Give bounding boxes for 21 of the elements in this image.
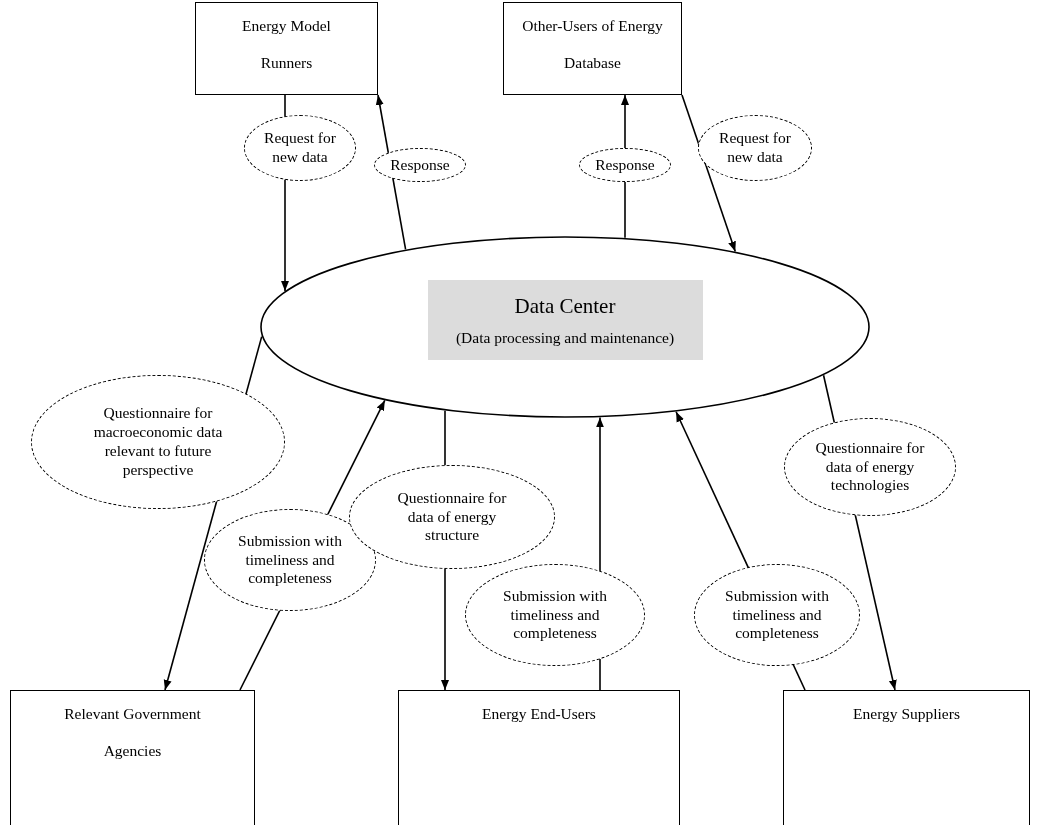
node-label: Energy Suppliers <box>853 704 960 724</box>
edge-label: Submission with timeliness and completeness <box>465 564 645 666</box>
entity-box <box>10 690 255 825</box>
node-subtitle: (Data processing and maintenance) <box>455 328 675 347</box>
edge-label: Response <box>579 148 671 182</box>
edge-label: Request for new data <box>244 115 356 181</box>
edge-label: Submission with timeliness and completeness <box>694 564 860 666</box>
entity-box <box>195 2 378 95</box>
node-label: Energy Model Runners <box>241 16 332 73</box>
node-label: Other-Users of Energy Database <box>521 16 664 73</box>
edge-label: Response <box>374 148 466 182</box>
node-label: Relevant Government Agencies <box>63 704 202 761</box>
entity-box <box>783 690 1030 825</box>
edge-label: Request for new data <box>698 115 812 181</box>
edge-label: Questionnaire for data of energy technologies <box>784 418 956 516</box>
edge-label: Questionnaire for data of energy structure <box>349 465 555 569</box>
entity-box <box>503 2 682 95</box>
edge-label: Questionnaire for macroeconomic data relevant to future perspective <box>31 375 285 509</box>
node-title: Data Center <box>514 293 616 319</box>
node-label: Energy End-Users <box>482 704 596 724</box>
entity-box <box>398 690 680 825</box>
